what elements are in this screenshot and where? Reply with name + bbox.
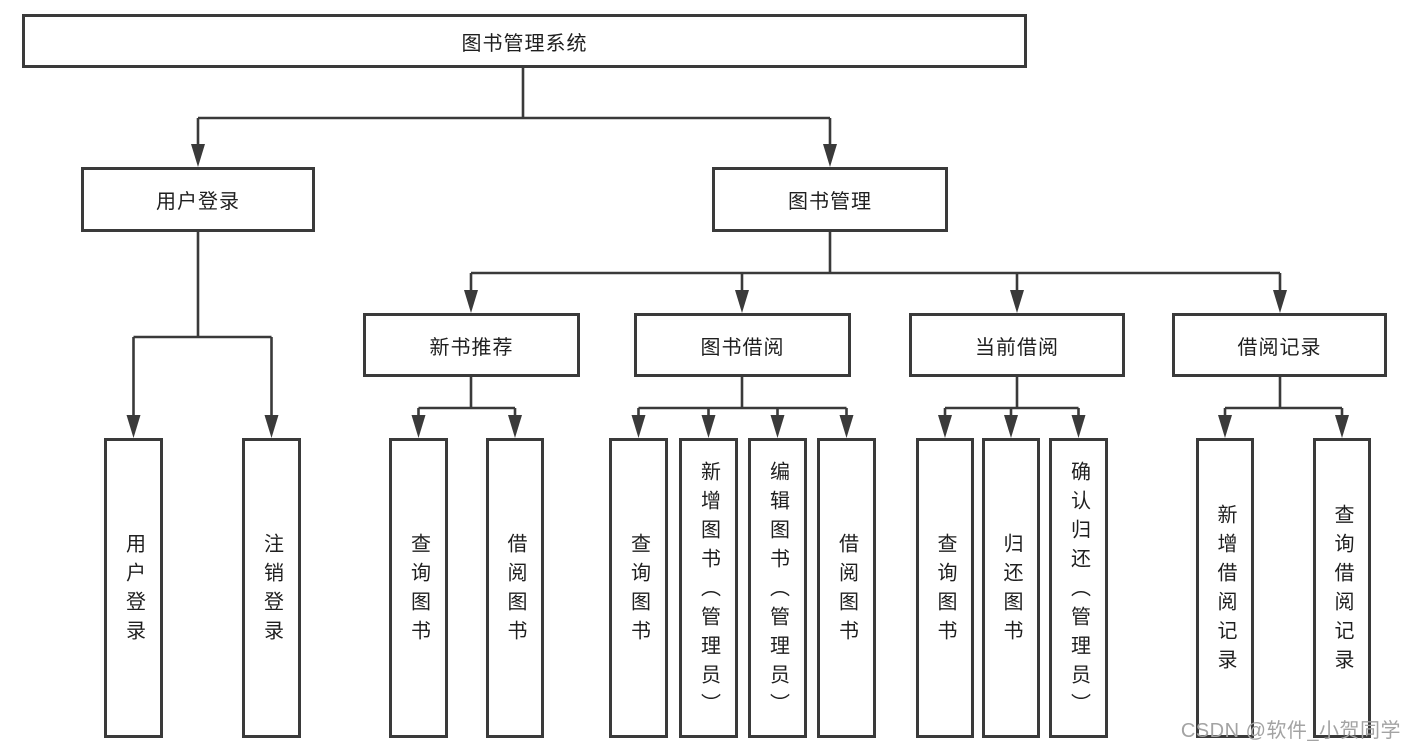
leaf-borrow-books-recommend: 借阅图书: [486, 438, 544, 738]
node-book-management: 图书管理: [712, 167, 948, 232]
connector-book-management-to-level3: [469, 232, 1282, 291]
watermark: CSDN @软件_小贺同学: [1180, 720, 1401, 742]
leaf-query-books-recommend: 查询图书: [389, 438, 448, 738]
arrowhead: [1071, 415, 1086, 438]
leaf-borrow-books: 借阅图书: [817, 438, 876, 738]
leaf-logout: 注销登录: [242, 438, 301, 738]
arrowhead: [701, 415, 716, 438]
arrowhead: [1218, 415, 1232, 438]
arrowhead: [411, 415, 426, 438]
arrowhead: [1273, 290, 1287, 313]
leaf-query-borrow-record: 查询借阅记录: [1313, 438, 1371, 738]
connector-book-borrow-to-leaves: [637, 377, 848, 416]
leaf-confirm-return-admin: 确认归还（管理员）: [1049, 438, 1108, 738]
connector-current-borrow-to-leaves: [943, 377, 1080, 416]
leaf-edit-book-admin: 编辑图书（管理员）: [748, 438, 807, 738]
arrowhead: [191, 144, 205, 167]
node-new-book-recommend: 新书推荐: [363, 313, 580, 377]
leaf-user-login: 用户登录: [104, 438, 163, 738]
connector-root-to-level2: [196, 68, 832, 146]
leaf-query-books-current: 查询图书: [916, 438, 974, 738]
arrowhead: [823, 144, 837, 167]
arrowhead: [631, 415, 646, 438]
arrowhead: [735, 290, 749, 313]
arrowhead: [464, 290, 478, 313]
leaf-return-book: 归还图书: [982, 438, 1040, 738]
node-book-borrow: 图书借阅: [634, 313, 851, 377]
leaf-query-books-borrow: 查询图书: [609, 438, 668, 738]
connector-user-login-to-leaves: [132, 232, 273, 416]
arrowhead: [770, 415, 785, 438]
arrowhead: [1335, 415, 1349, 438]
arrowhead: [1004, 415, 1018, 438]
node-borrow-records: 借阅记录: [1172, 313, 1387, 377]
arrowhead: [938, 415, 952, 438]
arrowhead: [508, 415, 522, 438]
node-current-borrow: 当前借阅: [909, 313, 1125, 377]
node-user-login: 用户登录: [81, 167, 315, 232]
leaf-add-book-admin: 新增图书（管理员）: [679, 438, 738, 738]
arrowhead: [126, 415, 141, 438]
arrowhead: [1010, 290, 1024, 313]
arrowhead-group: [126, 144, 1349, 438]
connector-borrow-records-to-leaves: [1223, 377, 1344, 416]
connector-new-book-to-leaves: [417, 377, 517, 416]
node-library-system: 图书管理系统: [22, 14, 1027, 68]
arrowhead: [264, 415, 279, 438]
leaf-add-borrow-record: 新增借阅记录: [1196, 438, 1254, 738]
arrowhead: [839, 415, 854, 438]
